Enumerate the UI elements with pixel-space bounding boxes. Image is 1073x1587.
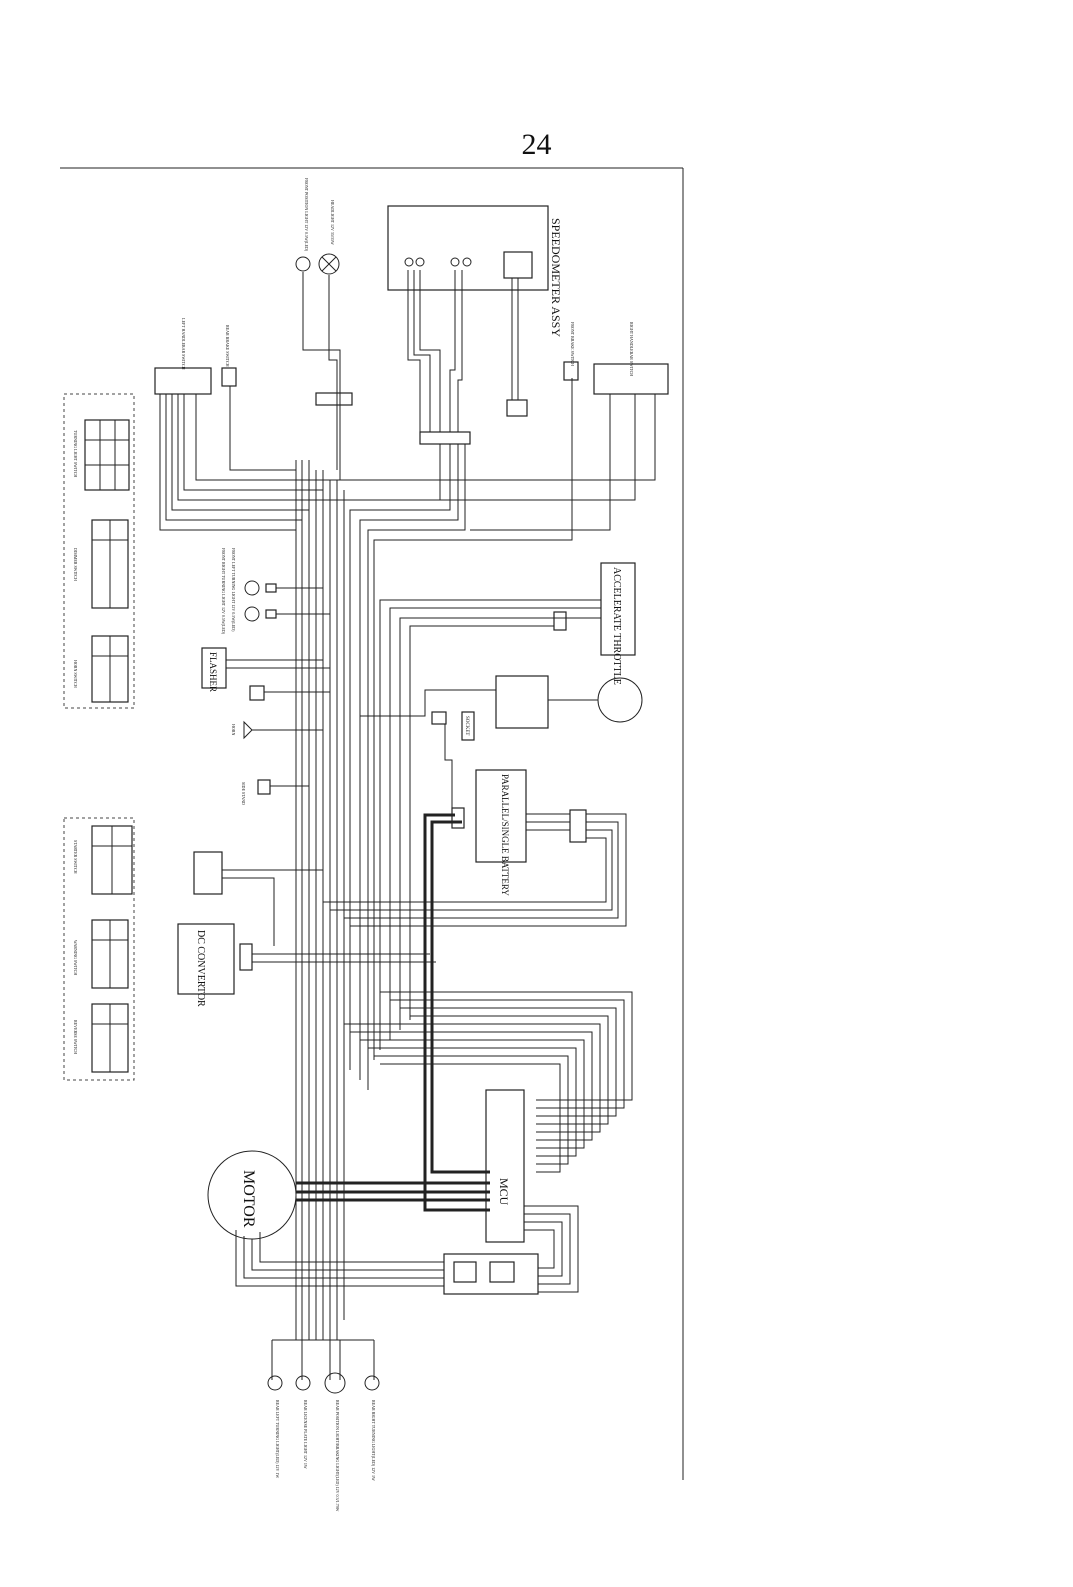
accelerate-throttle-box bbox=[600, 562, 636, 656]
mcu-label: MCU bbox=[497, 1178, 511, 1206]
svg-text:FRONT RIGHT TURNING LIGHT 12V: FRONT RIGHT TURNING LIGHT 12V 0.5W(LED) bbox=[221, 548, 226, 635]
speedometer-box: SPEEDOMETER ASSY bbox=[387, 205, 563, 337]
reverse-switch-label: REVERSE SWITCH bbox=[73, 1020, 78, 1054]
rear-right-turning-light-icon bbox=[364, 1375, 380, 1391]
front-brake-switch-label: FRONT BRAKE SWITCH bbox=[570, 322, 575, 366]
right-handlebar-switch-label: RIGHT HANDLEBAR SWITCH bbox=[629, 322, 634, 376]
right-handlebar-switch bbox=[593, 363, 669, 395]
left-handlebar-switch bbox=[154, 367, 212, 395]
side-stand-label: SIDE STAND bbox=[241, 782, 246, 805]
front-position-light-icon bbox=[295, 256, 311, 272]
dc-convertor-label: DC CONVERTOR bbox=[195, 930, 206, 1007]
socket-label: SOCKET bbox=[464, 716, 469, 735]
accelerate-throttle-label: ACCELERATE THROTTLE bbox=[611, 567, 622, 685]
socket-box bbox=[461, 711, 475, 741]
starter-switch-label: STARTER SWITCH bbox=[73, 840, 78, 874]
warning-switch-label: WARNING SWITCH bbox=[73, 940, 78, 975]
horn-switch-label: HORN SWITCH bbox=[73, 660, 78, 688]
dimmer-switch-label: DIMMER SWITCH bbox=[73, 548, 78, 581]
dc-convertor-box bbox=[177, 923, 235, 995]
rear-right-turning-light-label: REAR RIGHT TURNING LIGHT(LED) 12V 1W bbox=[371, 1400, 376, 1481]
headlight-label: HEADLIGHT 12V 35/35W bbox=[330, 200, 335, 245]
front-position-light-label: FRONT POSITION LIGHT 12V 0.5W(LED) bbox=[304, 178, 309, 252]
horn-label: HORN bbox=[231, 724, 236, 735]
mcu-box bbox=[485, 1089, 525, 1243]
front-right-turning-light-icon bbox=[244, 606, 260, 622]
rear-brake-switch-label: REAR BRAKE SWITCH bbox=[225, 325, 230, 367]
front-left-turning-light-icon bbox=[244, 580, 260, 596]
flasher-label: FLASHER bbox=[208, 652, 218, 692]
rear-position-light-label: REAR POSITION LIGHT/BRAKING LIGHT(LED) 1… bbox=[335, 1400, 340, 1512]
motor-label: MOTOR bbox=[240, 1170, 257, 1228]
switch-tables: TURNING LIGHT SWITCH DIMMER SWITCH HORN … bbox=[63, 393, 135, 1081]
rear-left-turning-light-icon bbox=[267, 1375, 283, 1391]
rear-left-turning-light-label: REAR LEFT TURNING LIGHT(LED) 12V 1W bbox=[275, 1400, 280, 1478]
battery-label: PARALLEL/SINGLE BATTERY bbox=[500, 774, 510, 896]
turning-light-switch-label: TURNING LIGHT SWITCH bbox=[73, 430, 78, 477]
page-number: 24 bbox=[521, 128, 552, 161]
left-handlebar-switch-label: LEFT HANDLEBAR SWITCH bbox=[181, 318, 186, 370]
main-harness bbox=[295, 460, 345, 1340]
headlight-icon bbox=[318, 253, 340, 275]
speedometer-label: SPEEDOMETER ASSY bbox=[549, 218, 563, 337]
rear-position-light-icon bbox=[324, 1372, 346, 1394]
rear-license-plate-light-label: REAR LICENSE PLATE LIGHT 12V 1W bbox=[303, 1400, 308, 1469]
battery-box bbox=[475, 769, 527, 863]
rear-license-plate-light-icon bbox=[295, 1375, 311, 1391]
front-turning-lights-label: FRONT LEFT TURNING LIGHT 12V 0.5W(LED) bbox=[231, 548, 236, 632]
